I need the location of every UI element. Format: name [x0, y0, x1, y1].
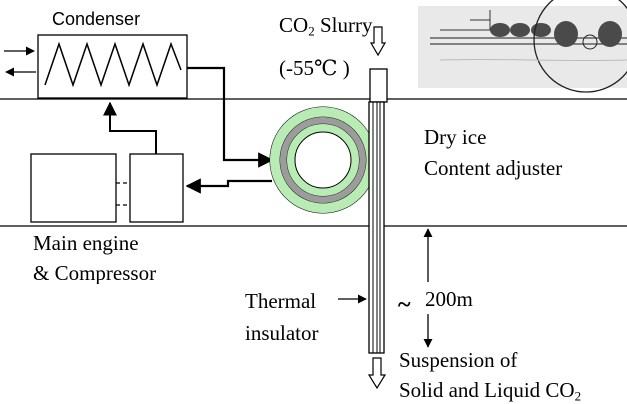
slurry-word: Slurry [319, 13, 373, 37]
shaft-dashes [116, 182, 130, 206]
condenser-label: Condenser [52, 9, 141, 29]
slurry-inlet-arrow [369, 26, 387, 57]
coil-to-compressor-arrow [185, 178, 272, 194]
depth-label: 200m [423, 287, 475, 311]
slurry-temperature: (-55℃ ) [279, 56, 350, 80]
adjuster-label-line2: Content adjuster [424, 156, 563, 180]
slurry-label: CO2 Slurry [279, 13, 373, 39]
suspension-label-line2: Solid and Liquid CO2 [399, 378, 582, 404]
engine-label-line1: Main engine [33, 231, 139, 255]
zigzag-icon [44, 41, 182, 88]
inset-illustration [418, 0, 627, 93]
compressor-box [129, 153, 184, 223]
slurry-formula: CO [279, 13, 309, 37]
slurry-subscript: 2 [308, 23, 315, 39]
inlet-valve [369, 68, 388, 103]
thermal-label-line2: insulator [245, 321, 319, 345]
vertical-pipe [368, 101, 385, 354]
suspension-label-line1: Suspension of [399, 348, 518, 372]
approx-symbol: ~ [398, 292, 411, 318]
main-engine-box [30, 153, 117, 223]
condenser-to-coil-arrow [187, 66, 274, 168]
suspension-formula: Solid and Liquid CO [399, 378, 575, 402]
compressor-to-condenser-arrow [103, 101, 157, 154]
condenser-box [37, 34, 188, 99]
engine-label-line2: & Compressor [33, 263, 157, 284]
adjuster-label-line1: Dry ice [424, 125, 487, 149]
suspension-outlet-arrow [367, 357, 387, 390]
suspension-subscript: 2 [574, 388, 582, 404]
thermal-label-line1: Thermal [245, 289, 317, 313]
spiral-coil-icon [269, 106, 377, 214]
